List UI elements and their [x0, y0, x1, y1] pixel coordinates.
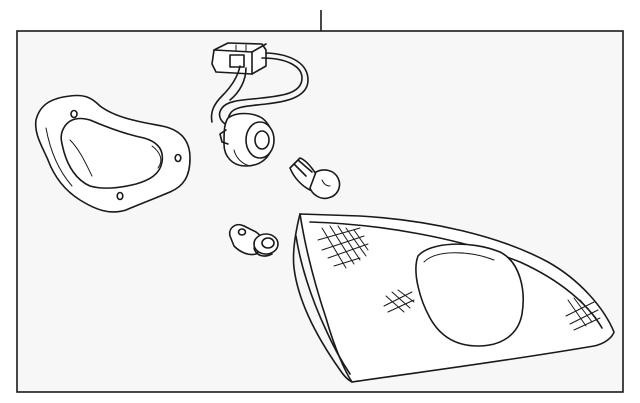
wedge-bulb: [289, 157, 341, 200]
lens-texture-hatching: [317, 225, 601, 331]
inner-tail-lamp-assembly: [292, 213, 615, 383]
mounting-gasket: [34, 94, 191, 213]
bulb-socket-harness: [210, 42, 309, 167]
retaining-clip: [228, 223, 279, 257]
